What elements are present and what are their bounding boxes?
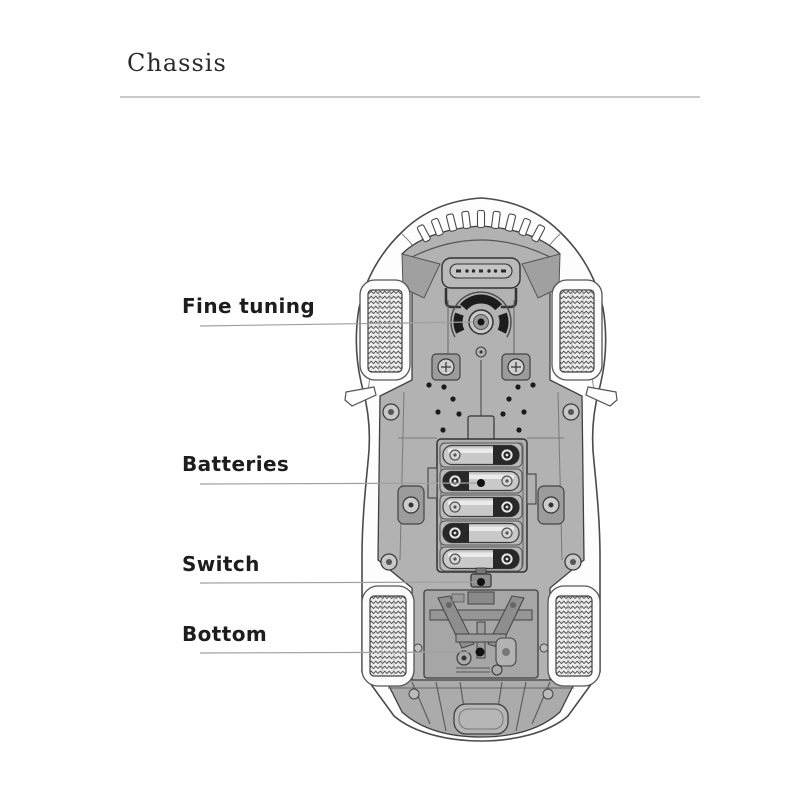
rear-right-wheel <box>547 585 601 687</box>
label-bottom: Bottom <box>182 622 268 646</box>
screw-mount-left <box>431 353 461 381</box>
battery-4 <box>439 520 523 546</box>
page-title: Chassis <box>127 49 227 77</box>
label-batteries: Batteries <box>182 452 290 476</box>
leader-batteries <box>199 482 482 485</box>
label-fine-tuning: Fine tuning <box>182 294 316 318</box>
leader-fine-tuning <box>199 321 474 327</box>
mid-plate-details <box>380 353 582 571</box>
leader-dots <box>475 479 485 657</box>
leader-switch <box>199 581 482 584</box>
side-post-left <box>397 485 425 525</box>
steering-unit <box>401 253 561 358</box>
leader-lines <box>199 321 482 654</box>
chassis-screw <box>562 403 580 421</box>
side-post-right <box>537 485 565 525</box>
front-vent-grille <box>409 209 553 259</box>
leader-bottom <box>199 651 481 654</box>
fine-tuning-gauge <box>450 291 512 338</box>
chassis-screw <box>382 403 400 421</box>
battery-1 <box>439 442 523 468</box>
screw-mount-right <box>501 353 531 381</box>
screw-dot-pattern <box>426 382 536 433</box>
chassis-screw <box>380 553 398 571</box>
chassis-screw <box>564 553 582 571</box>
rear-left-wheel <box>361 585 415 687</box>
front-right-wheel <box>551 279 603 381</box>
battery-compartment <box>427 438 537 573</box>
label-switch: Switch <box>182 552 260 576</box>
battery-3 <box>439 494 523 520</box>
fine-tuning-knob <box>468 309 494 335</box>
battery-5 <box>439 546 523 572</box>
title-divider <box>120 96 700 98</box>
rear-skid-plate <box>384 679 578 738</box>
front-left-wheel <box>359 279 411 381</box>
rear-gearbox <box>413 589 549 679</box>
